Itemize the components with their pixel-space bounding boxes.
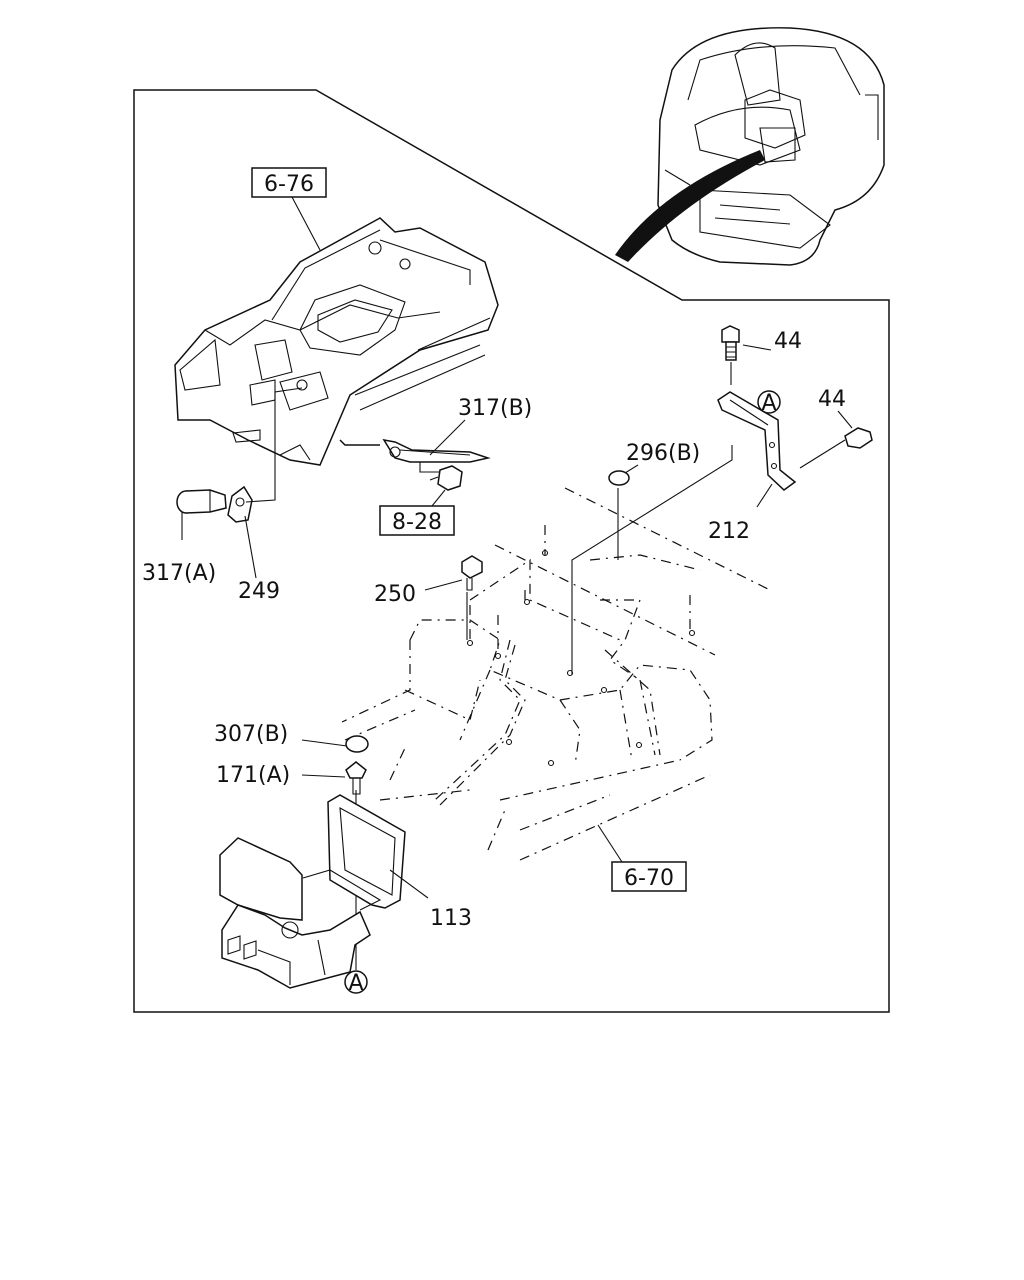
- bolt-44-top: [721, 325, 740, 385]
- label-44-right: 44: [818, 387, 846, 412]
- label-317a: 317(A): [142, 561, 216, 586]
- ref-label-6-76: 6-76: [264, 172, 314, 197]
- screw-171a: [345, 761, 367, 795]
- cap-307b: [345, 735, 369, 753]
- bracket-212: [717, 391, 797, 491]
- marker-a-bottom: A: [344, 970, 368, 996]
- harness-317b: [339, 438, 491, 473]
- ref-box-6-76: 6-76: [251, 167, 327, 198]
- bolt-44-right: [799, 427, 873, 469]
- marker-a-text: A: [761, 391, 776, 416]
- bracket-box-113: [219, 794, 406, 989]
- label-250: 250: [374, 582, 416, 607]
- marker-a: A: [757, 390, 781, 416]
- ref-label-6-70: 6-70: [624, 866, 674, 891]
- label-317b: 317(B): [458, 396, 532, 421]
- label-44-top: 44: [774, 329, 802, 354]
- label-212: 212: [708, 519, 750, 544]
- label-171a: 171(A): [216, 763, 290, 788]
- label-307b: 307(B): [214, 722, 288, 747]
- bolt-8-28: [429, 465, 463, 491]
- label-113: 113: [430, 906, 472, 931]
- console-upper-assembly: [174, 217, 499, 466]
- ref-box-8-28: 8-28: [379, 505, 455, 536]
- diagram-frame: [133, 89, 890, 1013]
- clip-250: [461, 555, 483, 591]
- ref-box-6-70: 6-70: [611, 861, 687, 892]
- marker-a-bottom-text: A: [348, 971, 363, 996]
- vehicle-inset: [615, 27, 885, 266]
- label-249: 249: [238, 579, 280, 604]
- socket-317a: [176, 489, 227, 514]
- label-296b: 296(B): [626, 441, 700, 466]
- ref-label-8-28: 8-28: [392, 510, 442, 535]
- leader-lines: [181, 196, 853, 899]
- plug-296b: [608, 470, 630, 486]
- clip-249: [227, 485, 253, 523]
- floor-tunnel-assembly: [341, 487, 771, 861]
